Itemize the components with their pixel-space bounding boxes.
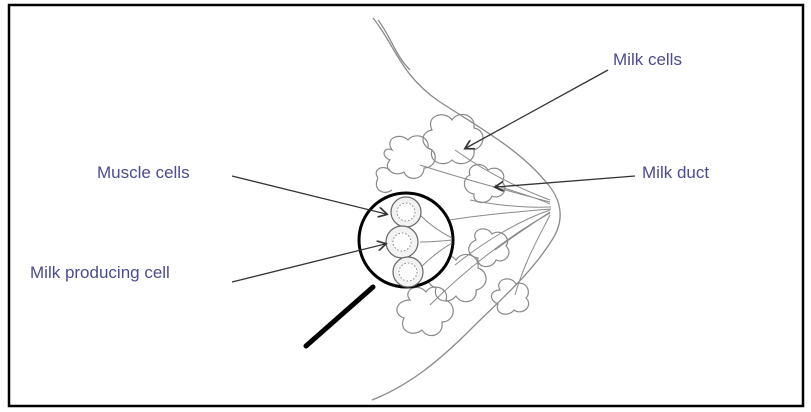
alveolus-top	[391, 197, 421, 227]
magnifier-handle	[306, 287, 373, 346]
milk-cells-leader	[466, 70, 608, 148]
label-muscle-cells: Muscle cells	[97, 163, 190, 182]
alveolus-middle	[386, 226, 418, 258]
alveolus-bottom	[393, 257, 423, 287]
label-milk-producing-cell: Milk producing cell	[30, 263, 170, 282]
milk-duct-leader	[496, 176, 635, 187]
label-milk-cells: Milk cells	[613, 50, 682, 69]
muscle-cells-leader	[232, 176, 386, 214]
label-milk-duct: Milk duct	[642, 163, 709, 182]
milk-producing-cell-leader	[232, 244, 385, 282]
